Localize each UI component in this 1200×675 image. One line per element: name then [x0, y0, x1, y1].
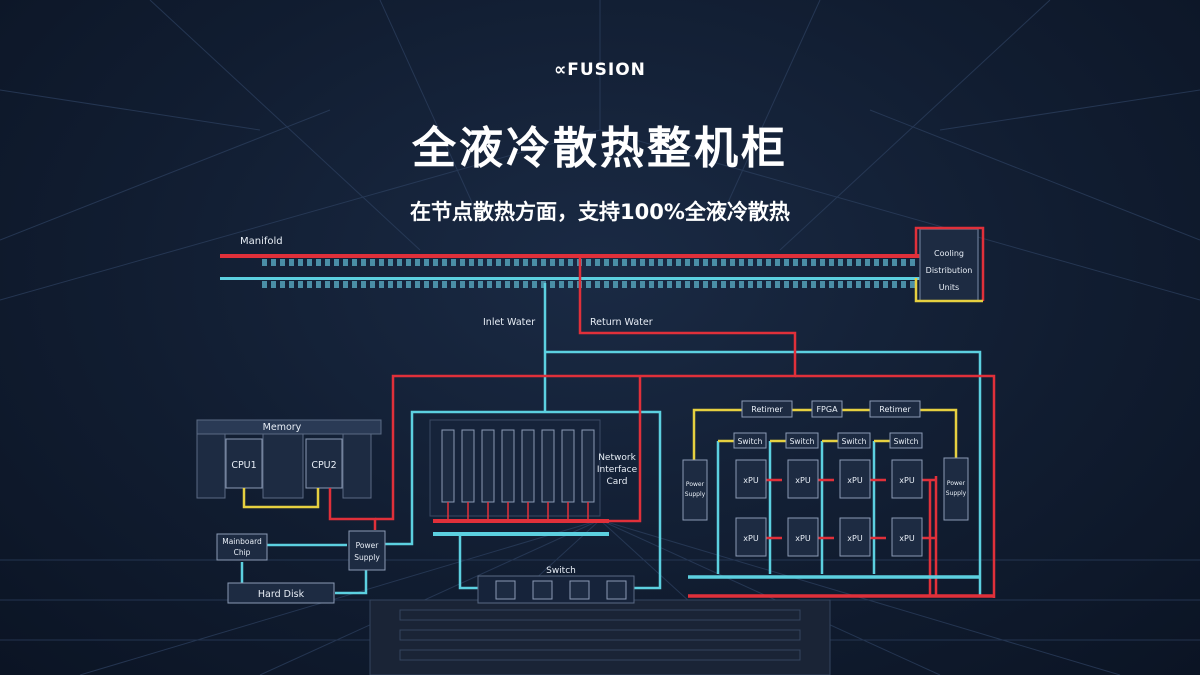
page-subtitle: 在节点散热方面，支持100%全液冷散热 — [410, 200, 790, 224]
hard-disk: Hard Disk — [227, 582, 335, 604]
switch-chip-2-label: Switch — [790, 437, 815, 446]
xpu-8-label: xPU — [899, 534, 915, 543]
switch-chip-2: Switch — [785, 432, 819, 449]
page-title: 全液冷散热整机柜 — [412, 123, 788, 174]
xpu-6: xPU — [787, 517, 819, 557]
memory-module: Memory — [196, 419, 382, 499]
brand-logo: ∝FUSION — [554, 60, 646, 80]
inlet-water-label: Inlet Water — [483, 317, 535, 328]
cooling-distribution-units: Cooling Distribution Units — [919, 228, 979, 302]
xpu-3-label: xPU — [847, 476, 863, 485]
retimer-right-label: Retimer — [879, 405, 911, 414]
manifold: Manifold — [220, 236, 920, 288]
cdu-connections — [914, 226, 985, 303]
manifold-inlet-pipe — [220, 277, 920, 280]
xpu-6-label: xPU — [795, 534, 811, 543]
xpu-3: xPU — [839, 459, 871, 499]
xpu-7: xPU — [839, 517, 871, 557]
switch-chip-4-label: Switch — [894, 437, 919, 446]
power-supply-right-b: Power Supply — [943, 457, 969, 521]
switch-chip-1-label: Switch — [738, 437, 763, 446]
nic-label-line3: Card — [606, 477, 627, 487]
water-trunk-lines — [375, 258, 996, 598]
mainboard-chip-label-line2: Chip — [234, 548, 251, 557]
fpga-label: FPGA — [816, 405, 838, 414]
xpu-5: xPU — [735, 517, 767, 557]
network-interface-cards: Network Interface Card — [429, 376, 642, 536]
mainboard-chip: Mainboard Chip — [216, 533, 268, 561]
switch-bottom-label: Switch — [546, 566, 576, 576]
cpu2-label: CPU2 — [311, 460, 336, 471]
hard-disk-label: Hard Disk — [258, 589, 305, 600]
cdu-label-line2: Distribution — [926, 266, 973, 275]
switch-bottom: Switch — [458, 536, 635, 604]
manifold-return-pipe — [220, 254, 920, 258]
manifold-valves-bottom — [262, 281, 917, 288]
power-supply-right-b-line1: Power — [947, 480, 966, 487]
power-supply-right-a: Power Supply — [682, 459, 708, 521]
xpu-8: xPU — [891, 517, 923, 557]
nic-label-line2: Interface — [597, 465, 638, 475]
xpu-7-label: xPU — [847, 534, 863, 543]
xpu-4: xPU — [891, 459, 923, 499]
xpu-4-label: xPU — [899, 476, 915, 485]
xpu-chips: xPU xPU xPU xPU xPU xPU xPU xPU — [735, 459, 923, 557]
retimer-left: Retimer — [741, 400, 793, 418]
switch-chip-4: Switch — [889, 432, 923, 449]
retimer-right: Retimer — [869, 400, 921, 418]
memory-label: Memory — [263, 422, 302, 433]
cdu-label-line1: Cooling — [934, 249, 964, 258]
cpu1: CPU1 — [225, 438, 263, 489]
cpu2: CPU2 — [305, 438, 343, 489]
xpu-5-label: xPU — [743, 534, 759, 543]
manifold-label: Manifold — [240, 236, 283, 247]
cdu-label-line3: Units — [939, 283, 959, 292]
xpu-2-label: xPU — [795, 476, 811, 485]
manifold-valves-top — [262, 259, 917, 266]
power-supply-right-a-line1: Power — [686, 481, 705, 488]
retimer-left-label: Retimer — [751, 405, 783, 414]
xpu-1: xPU — [735, 459, 767, 499]
switch-chip-3: Switch — [837, 432, 871, 449]
nic-label-line1: Network — [598, 453, 636, 463]
xpu-2: xPU — [787, 459, 819, 499]
fpga: FPGA — [811, 400, 843, 418]
switch-chips: Switch Switch Switch Switch — [733, 432, 923, 449]
mainboard-chip-label-line1: Mainboard — [222, 537, 262, 546]
power-supply-left-line2: Supply — [354, 553, 380, 562]
power-supply-left: Power Supply — [348, 530, 386, 571]
return-water-label: Return Water — [590, 317, 653, 328]
power-supply-right-a-line2: Supply — [685, 491, 706, 498]
switch-chip-3-label: Switch — [842, 437, 867, 446]
power-supply-right-b-line2: Supply — [946, 490, 967, 497]
cpu1-label: CPU1 — [231, 460, 256, 471]
switch-chip-1: Switch — [733, 432, 767, 449]
right-node-cooling-lines — [688, 408, 994, 598]
xpu-1-label: xPU — [743, 476, 759, 485]
power-supply-left-line1: Power — [356, 541, 380, 550]
